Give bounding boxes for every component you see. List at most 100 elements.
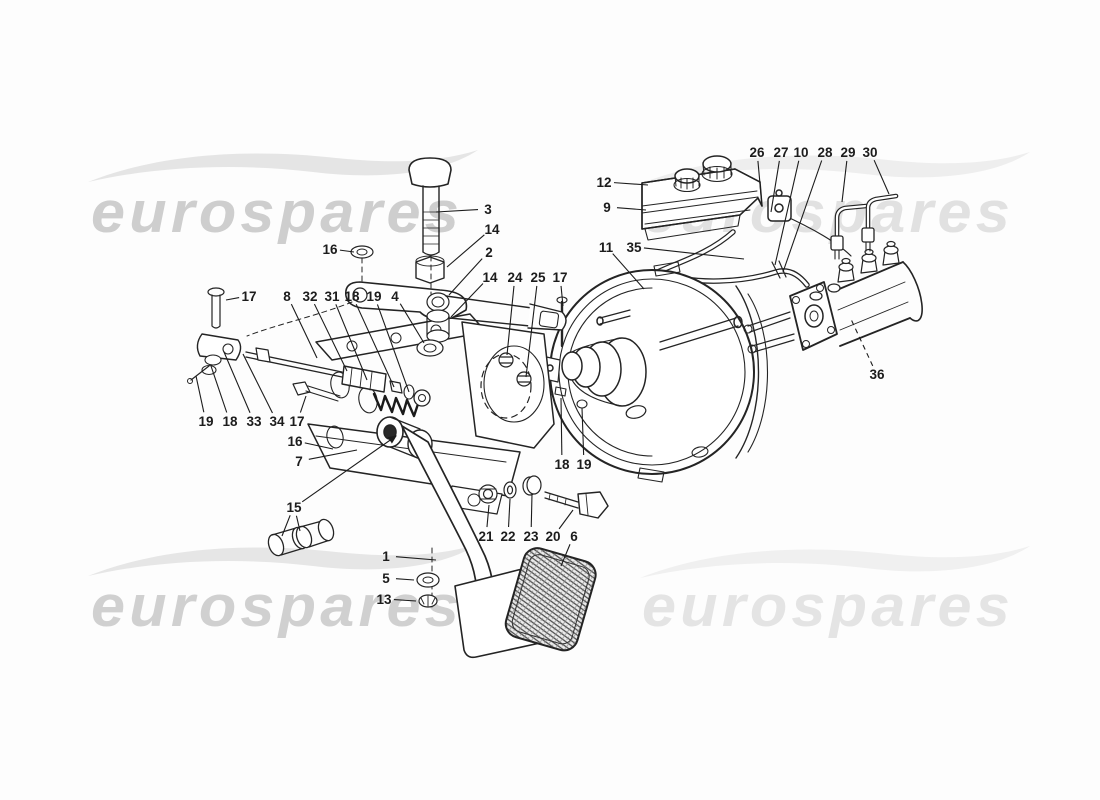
callout-leader [395,556,437,561]
booster-stud [659,317,739,351]
callout-leader [242,353,273,414]
outlet-boss [809,240,900,301]
callout-leader [486,504,490,528]
brake-pedal [401,425,597,659]
callout-number: 17 [289,414,304,429]
callout-leader [506,285,515,356]
callout-number: 8 [283,289,291,304]
callout-leader [335,304,368,381]
callout-number: 10 [793,145,808,160]
washer [416,572,440,588]
callout-number: 6 [570,529,578,544]
hose-clamp [771,260,787,279]
callout-leader [295,515,301,532]
pedal-lever-assembly [246,157,567,357]
callout-number: 14 [482,270,498,285]
callout-leader [507,498,511,528]
callout-leader [355,303,395,388]
callout-number: 32 [302,289,317,304]
callout-number: 9 [603,200,611,215]
callout-number: 11 [599,240,614,255]
pedal-pad [504,547,597,652]
callout-leader [225,297,240,301]
bushing [426,309,450,323]
callout-leader [774,160,800,266]
callout-number: 16 [287,434,303,449]
adjuster-sleeve [341,365,387,393]
callout-leader [446,234,485,268]
brake-booster [539,261,769,483]
callout-number: 19 [366,289,381,304]
callout-leader [304,442,334,450]
callout-leader [393,599,417,602]
callout-number: 24 [507,270,523,285]
filler-cap [701,155,733,183]
callout-number: 31 [324,289,340,304]
callout-leader [339,249,355,253]
bolt-head [577,491,609,519]
callout-leader [873,159,890,195]
callout-number: 23 [523,529,539,544]
watermark-text: eurospares [91,180,463,245]
callout-leader [841,160,848,203]
callout-number: 20 [545,529,560,544]
nut [415,256,445,284]
hex-bolt [292,381,311,396]
callout-leader [560,397,563,456]
cotter-pin [190,365,210,381]
pushrod-assembly [187,287,431,407]
nut [554,386,567,397]
mount-bolt [498,352,532,387]
pivot-bushings [267,518,335,557]
mounting-stud [747,311,795,353]
filler-cap [673,168,701,193]
callout-leader [281,515,291,537]
callout-number: 18 [222,414,238,429]
callout-number: 17 [552,270,567,285]
washer [350,245,374,259]
callout-leader [782,160,823,273]
artwork-layer [187,155,923,659]
callout-leader [299,395,307,413]
callout-number: 14 [484,222,500,237]
callout-leader [448,258,483,296]
washer [204,354,222,366]
locknut [255,347,271,363]
callout-leader [195,375,205,413]
callout-leader [558,509,574,530]
callout-number: 34 [269,414,285,429]
callout-leader [613,182,649,186]
callout-leader [301,435,397,503]
callout-number: 17 [241,289,256,304]
clevis-pin [207,287,225,297]
callout-number: 26 [749,145,765,160]
return-spring [372,392,420,418]
callout-number: 19 [576,457,591,472]
callout-leader [308,449,358,460]
callout-leader [530,493,533,528]
callout-number: 21 [478,529,494,544]
callout-leader [525,285,538,378]
callout-leader [581,407,585,456]
outlet-fitting [767,189,792,222]
callout-leader [313,303,348,372]
callout-number: 19 [198,414,213,429]
callout-number: 25 [530,270,546,285]
callout-number: 27 [773,145,788,160]
callout-leader [757,160,763,207]
callout-number: 4 [391,289,399,304]
callout-leader [560,544,571,567]
callout-number: 16 [322,242,338,257]
callout-number: 15 [286,500,302,515]
callout-leader [435,208,479,213]
pipe-union [830,235,844,251]
callout-leader [395,578,415,581]
callout-number: 30 [862,145,877,160]
callout-number: 1 [382,549,390,564]
callout-number: 12 [596,175,611,190]
callout-leader [210,365,228,413]
master-cylinder [743,240,923,354]
fluid-reservoir [641,155,792,241]
